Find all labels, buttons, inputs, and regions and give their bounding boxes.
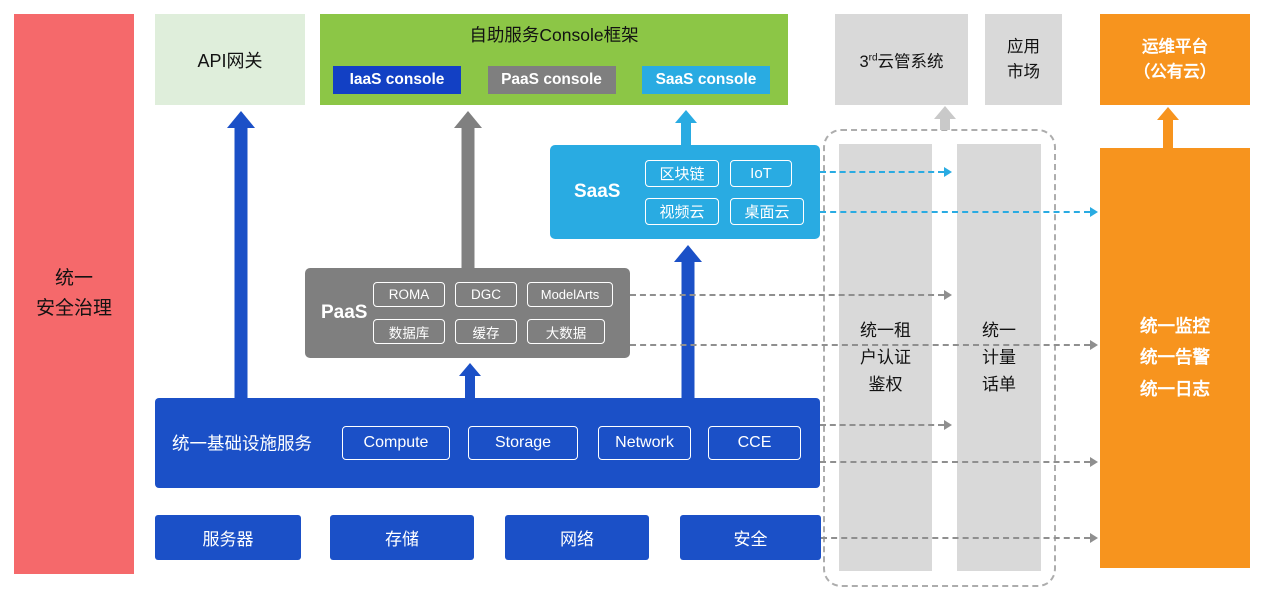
arrow-head-icon xyxy=(1157,107,1179,120)
hardware-box-security: 安全 xyxy=(680,515,821,560)
arrow-governance-to-third-party xyxy=(934,106,956,130)
arrow-monitor-to-ops-platform xyxy=(1155,107,1181,148)
paas-layer-box: PaaS ROMA DGC ModelArts 数据库 缓存 大数据 xyxy=(305,268,630,358)
arrow-shaft xyxy=(461,126,475,268)
hardware-box-network: 网络 xyxy=(505,515,649,560)
paas-layer-label: PaaS xyxy=(321,302,368,323)
console-framework-title: 自助服务Console框架 xyxy=(469,25,639,45)
saas-console-chip: SaaS console xyxy=(642,66,770,94)
saas-item-blockchain: 区块链 xyxy=(645,160,719,187)
connector-saas-to-monitor xyxy=(820,211,1090,213)
paas-item-bigdata: 大数据 xyxy=(527,319,605,344)
console-chip-row: IaaS console PaaS console SaaS console xyxy=(333,66,770,94)
connector-paas-to-billing xyxy=(630,294,944,296)
arrow-head-icon xyxy=(675,110,697,123)
connector-arrowhead-icon xyxy=(944,167,952,177)
arrow-infra-to-saas xyxy=(674,245,702,398)
monitor-alarm-log-panel: 统一监控 统一告警 统一日志 xyxy=(1100,148,1250,568)
api-gateway-box: API网关 xyxy=(155,14,305,105)
arrow-head-icon xyxy=(459,363,481,376)
security-governance-bar: 统一 安全治理 xyxy=(14,14,134,574)
connector-arrowhead-icon xyxy=(944,290,952,300)
third-party-cloud-mgmt-box: 3rd云管系统 xyxy=(835,14,968,105)
connector-arrowhead-icon xyxy=(944,420,952,430)
arrow-head-icon xyxy=(674,245,702,262)
connector-infra-to-billing xyxy=(820,424,944,426)
paas-item-cache: 缓存 xyxy=(455,319,517,344)
tenant-auth-bar: 统一租 户认证 鉴权 xyxy=(839,144,932,571)
saas-item-desktop-cloud: 桌面云 xyxy=(730,198,804,225)
ops-platform-box: 运维平台 （公有云） xyxy=(1100,14,1250,105)
connector-infra-to-monitor xyxy=(820,461,1090,463)
infra-item-network: Network xyxy=(598,426,691,460)
paas-console-chip: PaaS console xyxy=(487,66,616,94)
arrow-shaft xyxy=(940,117,950,130)
arrow-head-icon xyxy=(454,111,482,128)
arrow-shaft xyxy=(234,126,248,398)
governance-dashed-container xyxy=(823,129,1056,587)
hardware-box-storage: 存储 xyxy=(330,515,474,560)
iaas-console-chip: IaaS console xyxy=(333,66,461,94)
arrow-infra-to-paas xyxy=(459,363,481,398)
infrastructure-layer-box: 统一基础设施服务 Compute Storage Network CCE xyxy=(155,398,820,488)
paas-item-modelarts: ModelArts xyxy=(527,282,613,307)
connector-paas-to-monitor xyxy=(630,344,1090,346)
arrow-head-icon xyxy=(227,111,255,128)
connector-arrowhead-icon xyxy=(1090,340,1098,350)
infra-item-compute: Compute xyxy=(342,426,450,460)
connector-saas-to-billing xyxy=(820,171,944,173)
saas-item-iot: IoT xyxy=(730,160,792,187)
arrow-infra-to-api-gateway xyxy=(227,111,255,398)
console-framework-box: 自助服务Console框架 IaaS console PaaS console … xyxy=(320,14,788,105)
connector-hardware-to-monitor xyxy=(821,537,1090,539)
connector-arrowhead-icon xyxy=(1090,457,1098,467)
arrow-shaft xyxy=(465,374,475,398)
saas-layer-box: SaaS 区块链 IoT 视频云 桌面云 xyxy=(550,145,820,239)
arrow-head-icon xyxy=(934,106,956,119)
saas-layer-label: SaaS xyxy=(574,181,621,202)
connector-arrowhead-icon xyxy=(1090,207,1098,217)
paas-item-roma: ROMA xyxy=(373,282,445,307)
arrow-paas-to-console xyxy=(454,111,482,268)
app-market-box: 应用 市场 xyxy=(985,14,1062,105)
infra-item-storage: Storage xyxy=(468,426,578,460)
arrow-shaft xyxy=(1163,118,1173,148)
paas-item-dgc: DGC xyxy=(455,282,517,307)
infra-item-cce: CCE xyxy=(708,426,801,460)
arrow-shaft xyxy=(681,121,691,145)
arrow-saas-to-console xyxy=(675,110,697,145)
saas-item-video-cloud: 视频云 xyxy=(645,198,719,225)
infrastructure-layer-label: 统一基础设施服务 xyxy=(172,433,312,454)
arrow-shaft xyxy=(681,260,695,398)
hardware-box-server: 服务器 xyxy=(155,515,301,560)
connector-arrowhead-icon xyxy=(1090,533,1098,543)
third-party-cloud-mgmt-label: 3rd云管系统 xyxy=(859,52,944,71)
paas-item-database: 数据库 xyxy=(373,319,445,344)
metering-billing-bar: 统一 计量 话单 xyxy=(957,144,1041,571)
